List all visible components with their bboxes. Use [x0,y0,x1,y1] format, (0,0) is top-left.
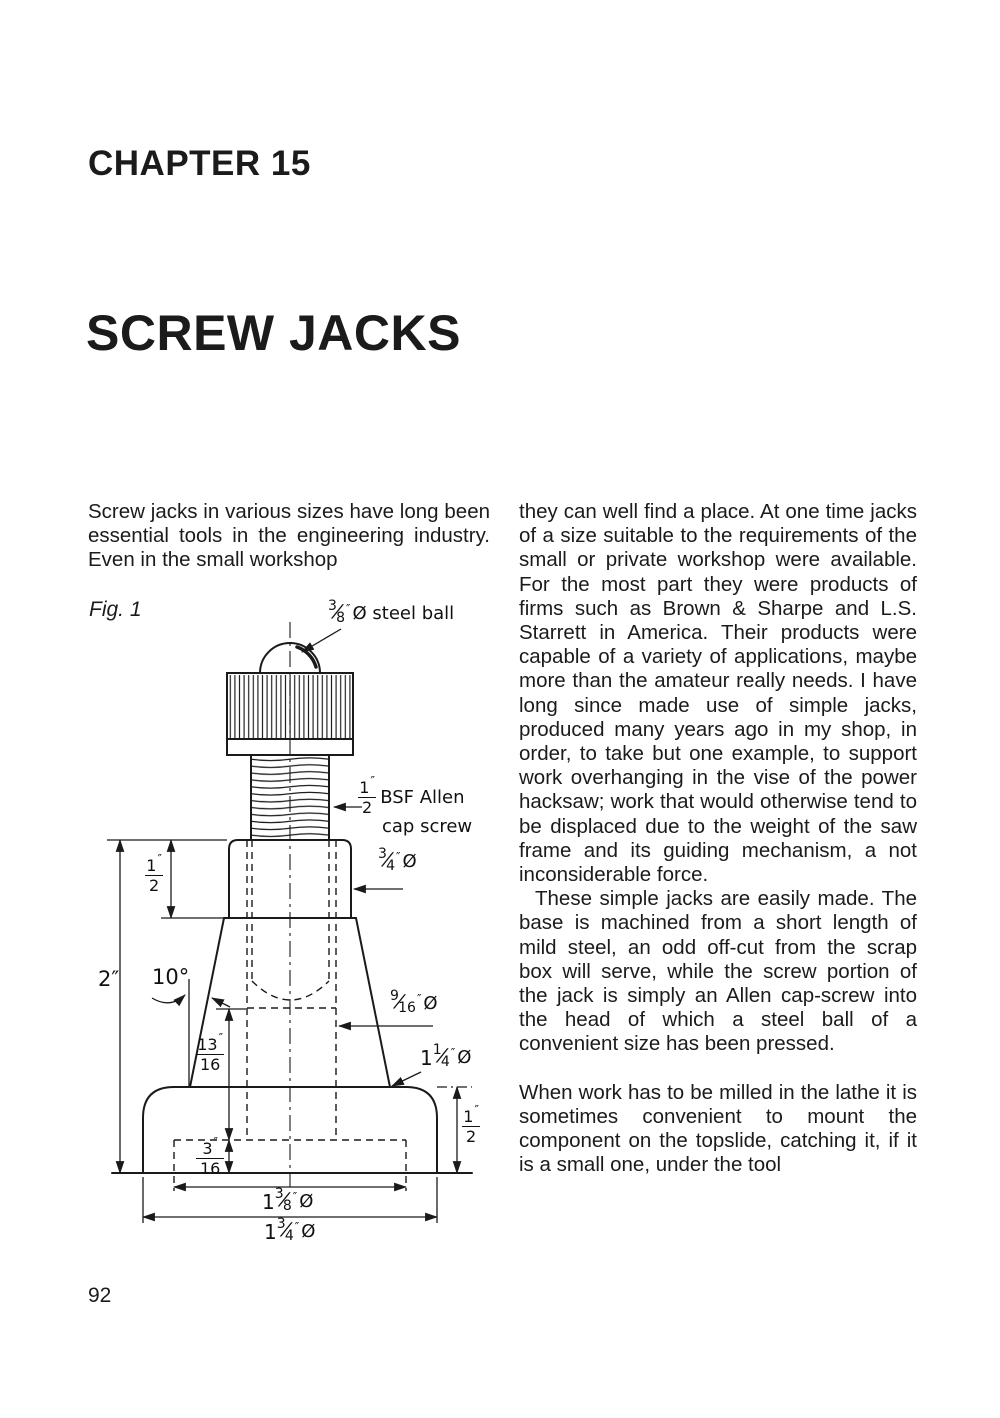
leader-angle-ref [151,994,186,1007]
dim-label-base-diameter: 134″Ø [264,1217,315,1243]
dim-label-taper-angle: 10° [152,965,190,989]
screw-thread [250,754,330,841]
dim-label-steel-ball: 38″Ø steel ball [328,599,454,625]
leader-taper-diameter [391,1071,422,1087]
dim-label-bore-depth: 13″16 [196,1031,225,1074]
technical-drawing [107,622,473,1223]
figure-caption: Fig. 1 [89,598,142,621]
page-title: SCREW JACKS [86,305,461,361]
leader-steel-ball [301,628,342,653]
fraction: 13″16 [196,1031,225,1074]
fraction: 3″16 [196,1136,225,1177]
left-column: Screw jacks in various sizes have long b… [88,500,490,573]
dim-label-collar-height: 1″2 [145,852,164,895]
collar [223,839,357,919]
fraction: 1″2 [462,1103,481,1146]
fraction: 34 [378,847,395,873]
dim-label-recess-diameter: 138″Ø [262,1187,313,1213]
body-paragraph-1: they can well find a place. At one time … [519,500,917,887]
dim-label-overall-height: 2″ [98,967,120,991]
dim-label-taper-diameter: 114″Ø [420,1043,471,1069]
dim-label-recess-depth: 3″16 [196,1136,225,1177]
dim-label-collar-diameter: 34″Ø [378,847,417,873]
base [111,1086,473,1174]
leader-arrows [151,628,433,1087]
steel-ball [259,642,321,674]
fraction: 38 [275,1187,292,1213]
chapter-heading: CHAPTER 15 [88,144,311,183]
fraction: 38 [328,599,345,625]
leader-angle-taper [211,997,231,1008]
fraction: 1″2 [358,774,377,817]
fraction: 34 [277,1217,294,1243]
fraction: 916 [390,989,416,1015]
dimension-lines [115,838,462,1222]
page-number: 92 [88,1284,112,1307]
fraction: 14 [433,1043,450,1069]
dim-label-base-height: 1″2 [462,1103,481,1146]
dim-label-bore-diameter: 916″Ø [390,989,438,1015]
fraction: 1″2 [145,852,164,895]
hidden-detail-lines [173,840,407,1191]
body-paragraph-2: These simple jacks are easily made. The … [519,887,917,1056]
left-intro-paragraph: Screw jacks in various sizes have long b… [88,500,490,572]
body-paragraph-3: When work has to be milled in the lathe … [519,1080,917,1177]
right-column: they can well find a place. At one time … [519,500,917,1177]
knurled-head [226,672,354,756]
cone-body [189,917,391,1088]
